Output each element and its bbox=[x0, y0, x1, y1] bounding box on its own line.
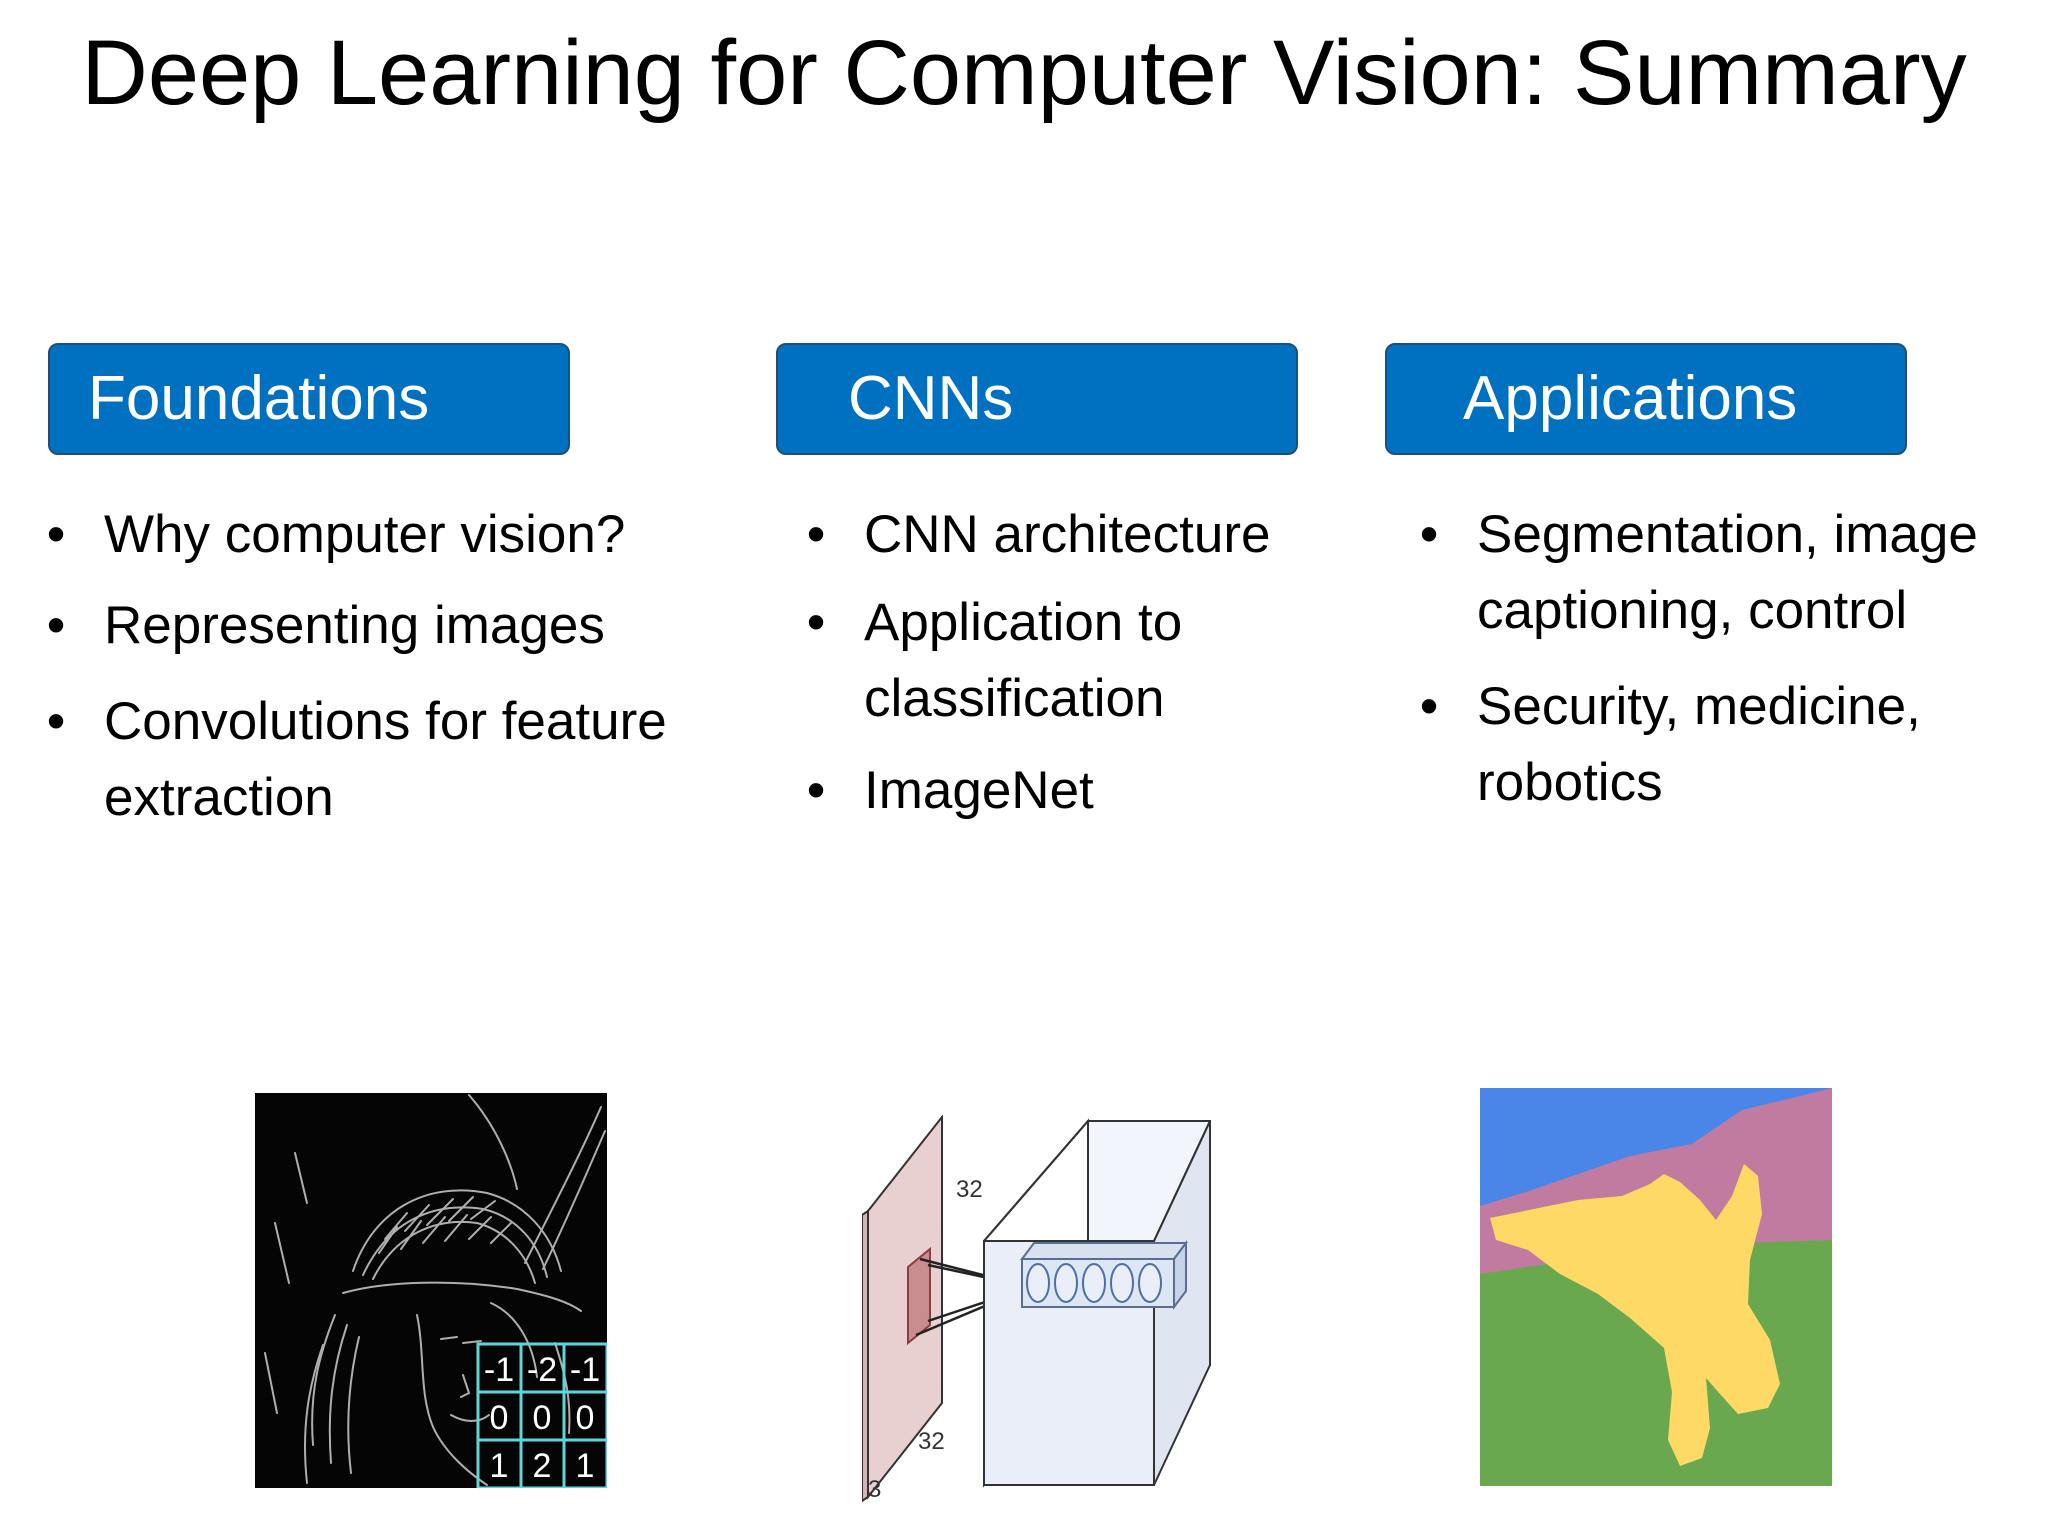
bullet-text: Application to classification bbox=[864, 593, 1183, 728]
bullet-text: Convolutions for feature extraction bbox=[104, 692, 667, 827]
bullet-item: • Segmentation, image captioning, contro… bbox=[1409, 497, 2009, 649]
bullet-item: • Convolutions for feature extraction bbox=[36, 684, 726, 836]
bullet-dot: • bbox=[46, 505, 66, 564]
kernel-cell: -2 bbox=[527, 1351, 557, 1389]
segmentation-figure bbox=[1480, 1088, 1832, 1486]
width-label: 32 bbox=[956, 1176, 983, 1203]
cnns-header-label: CNNs bbox=[848, 364, 1014, 433]
slide-title: Deep Learning for Computer Vision: Summa… bbox=[81, 22, 1967, 124]
kernel-cell: 1 bbox=[576, 1447, 595, 1485]
bullet-text: Representing images bbox=[104, 596, 605, 655]
applications-header-label: Applications bbox=[1463, 364, 1798, 433]
kernel-cell: 0 bbox=[576, 1399, 595, 1437]
bullet-item: • Security, medicine, robotics bbox=[1409, 669, 2009, 821]
depth-label: 3 bbox=[868, 1476, 881, 1503]
kernel-cell: 0 bbox=[533, 1399, 552, 1437]
bullet-text: CNN architecture bbox=[864, 505, 1271, 564]
bullet-dot: • bbox=[46, 692, 66, 751]
kernel-cell: 2 bbox=[533, 1447, 552, 1485]
bullet-dot: • bbox=[46, 596, 66, 655]
bullet-dot: • bbox=[806, 761, 826, 820]
bullet-item: • Why computer vision? bbox=[36, 497, 726, 573]
edge-detection-figure: -1 -2 -1 0 0 0 1 2 1 bbox=[255, 1093, 607, 1488]
bullet-text: Security, medicine, robotics bbox=[1477, 677, 1921, 812]
bullet-item: • Application to classification bbox=[796, 585, 1356, 737]
bullet-item: • ImageNet bbox=[796, 753, 1356, 829]
foundations-header: Foundations bbox=[48, 343, 570, 455]
height-label: 32 bbox=[918, 1428, 945, 1455]
bullet-text: ImageNet bbox=[864, 761, 1094, 820]
cnns-header: CNNs bbox=[776, 343, 1298, 455]
bullet-text: Why computer vision? bbox=[104, 505, 626, 564]
bullet-item: • CNN architecture bbox=[796, 497, 1356, 573]
kernel-cell: -1 bbox=[484, 1351, 514, 1389]
bullet-dot: • bbox=[1419, 677, 1439, 736]
bullet-dot: • bbox=[806, 593, 826, 652]
applications-bullets: • Segmentation, image captioning, contro… bbox=[1409, 497, 2009, 821]
bullet-dot: • bbox=[1419, 505, 1439, 564]
bullet-text: Segmentation, image captioning, control bbox=[1477, 505, 1978, 640]
applications-header: Applications bbox=[1385, 343, 1907, 455]
cnn-volume-figure: 32 32 3 bbox=[862, 1115, 1211, 1503]
foundations-bullets: • Why computer vision? • Representing im… bbox=[36, 497, 726, 836]
kernel-cell: 1 bbox=[490, 1447, 509, 1485]
foundations-header-label: Foundations bbox=[88, 364, 430, 433]
kernel-cell: 0 bbox=[490, 1399, 509, 1437]
bullet-dot: • bbox=[806, 505, 826, 564]
bullet-item: • Representing images bbox=[36, 588, 726, 664]
cnns-bullets: • CNN architecture • Application to clas… bbox=[796, 497, 1356, 829]
segment-cat bbox=[1490, 1164, 1780, 1466]
kernel-cell: -1 bbox=[570, 1351, 600, 1389]
